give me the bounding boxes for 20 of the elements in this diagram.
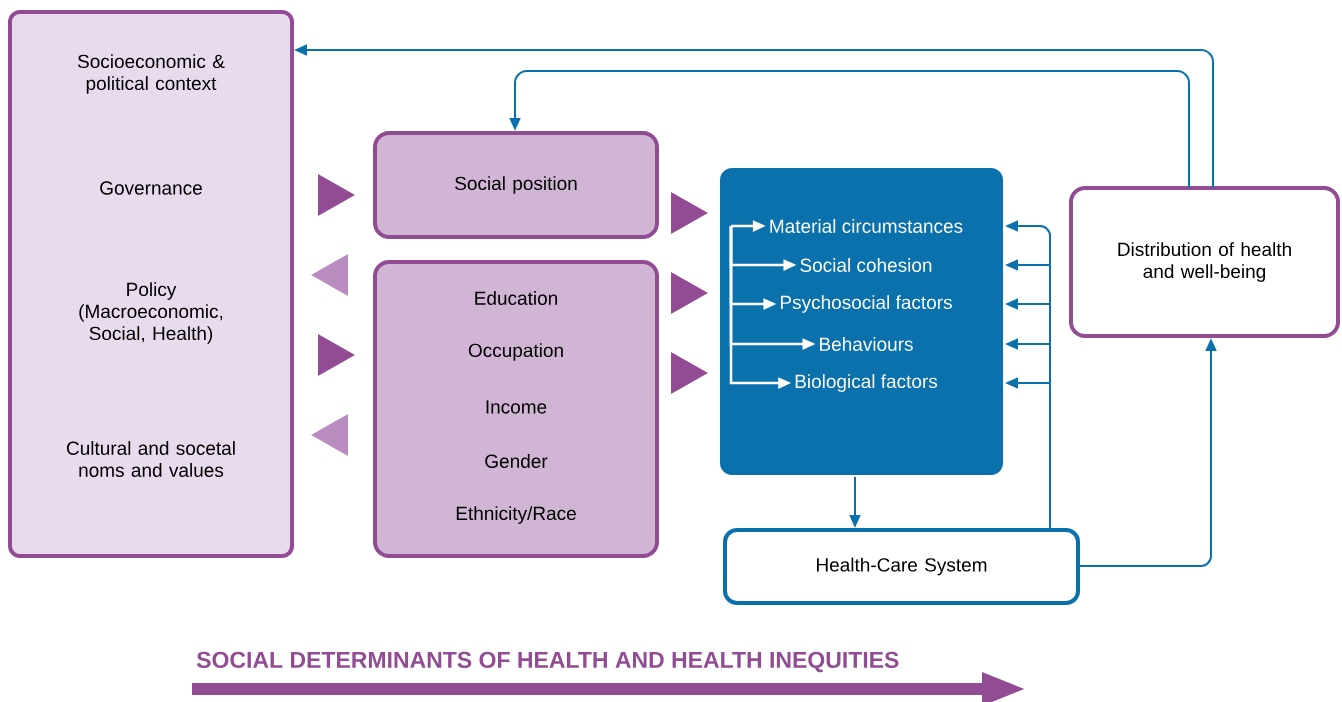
chevron-arrow [671,272,708,314]
context-box: Socioeconomic & political context Governance Policy (Macroeconomic, Social, Health) Cultural and socetal noms and values [8,10,294,558]
outcome-box: Distribution of health and well-being [1069,186,1340,338]
factor-label: Biological factors [795,374,938,392]
factor-label: Social cohesion [800,258,932,272]
chevron-arrow [671,192,708,234]
arrow [509,70,1190,189]
chevron-arrow [311,254,348,296]
chevron-arrow [318,174,355,216]
category-box: Education Occupation Income Gender Ethnicity/Race [373,260,659,558]
factors-box [720,168,1003,475]
chevron-arrow [318,334,355,376]
factor-label: Material circumstances [770,219,963,233]
system-box: Health-Care System [723,528,1080,605]
title: SOCIAL DETERMINANTS OF HEALTH AND HEALTH INEQUITIES [196,651,899,673]
chevron-arrow [311,414,348,456]
chevron-arrow [671,352,708,394]
factor-label: Psychosocial factors [780,295,952,313]
category-box: Social position [373,131,659,239]
factor-label: Behaviours [820,337,913,351]
